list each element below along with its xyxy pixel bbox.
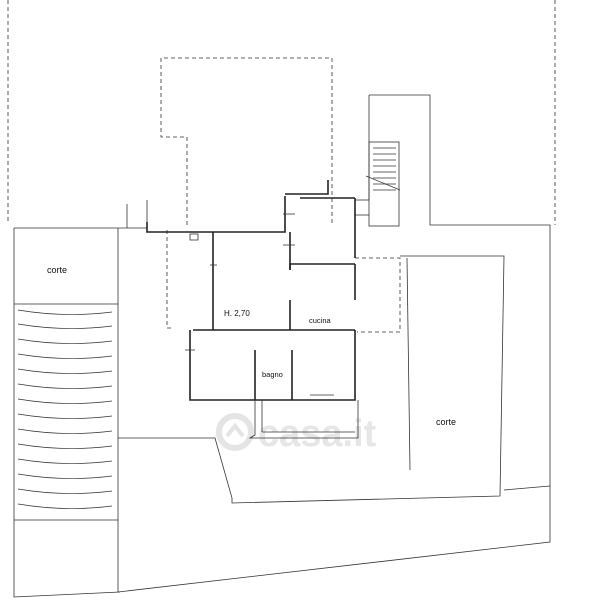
watermark: casa.it <box>216 413 377 455</box>
outer-parcel <box>117 94 551 593</box>
wall-stubs <box>126 200 148 228</box>
lot-boundary-dashed <box>7 0 556 225</box>
staircase <box>355 141 401 227</box>
ramp-steps <box>17 309 113 509</box>
portico-dashed-outline <box>160 57 401 333</box>
label-corte-right: corte <box>436 417 456 427</box>
label-corte-left: corte <box>47 265 67 275</box>
label-kitchen: cucina <box>309 316 332 325</box>
corte-left-parcel <box>13 227 147 598</box>
label-bathroom: bagno <box>262 370 283 379</box>
building-walls <box>146 180 359 439</box>
watermark-logo-icon <box>216 413 254 451</box>
watermark-text: casa.it <box>258 413 377 455</box>
label-height: H. 2,70 <box>224 309 250 318</box>
